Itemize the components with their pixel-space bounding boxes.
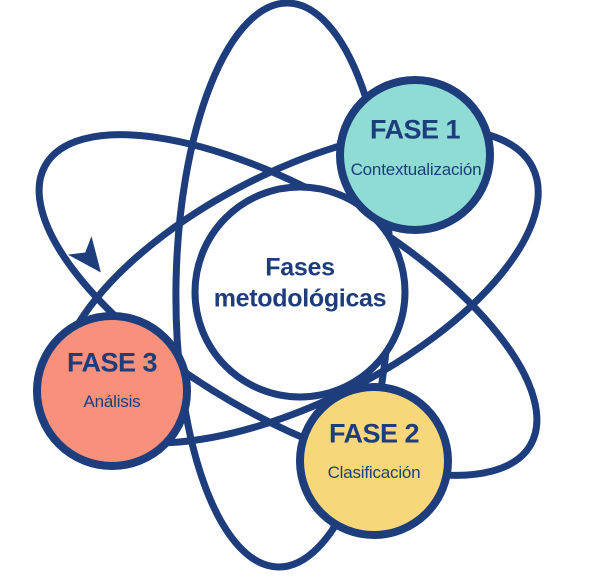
fase-3-sublabel: Análisis xyxy=(83,392,141,412)
fase-1-title: FASE 1 xyxy=(369,114,461,145)
fase-1-sublabel: Contextualización xyxy=(350,160,482,180)
fase-2-title: FASE 2 xyxy=(328,418,420,449)
center-title: Fases metodológicas xyxy=(214,253,387,314)
phase-circle-fase-1 xyxy=(336,76,494,234)
center-title-line1: Fases xyxy=(265,253,335,282)
phase-circle-fase-3 xyxy=(33,312,191,470)
phase-circle-fase-2 xyxy=(296,383,452,539)
fase-3-title: FASE 3 xyxy=(66,347,158,378)
flow-direction-arrow-icon xyxy=(67,236,101,273)
fase-2-sublabel: Clasificación xyxy=(327,463,421,483)
center-circle xyxy=(191,183,409,401)
center-title-line2: metodológicas xyxy=(213,284,387,312)
